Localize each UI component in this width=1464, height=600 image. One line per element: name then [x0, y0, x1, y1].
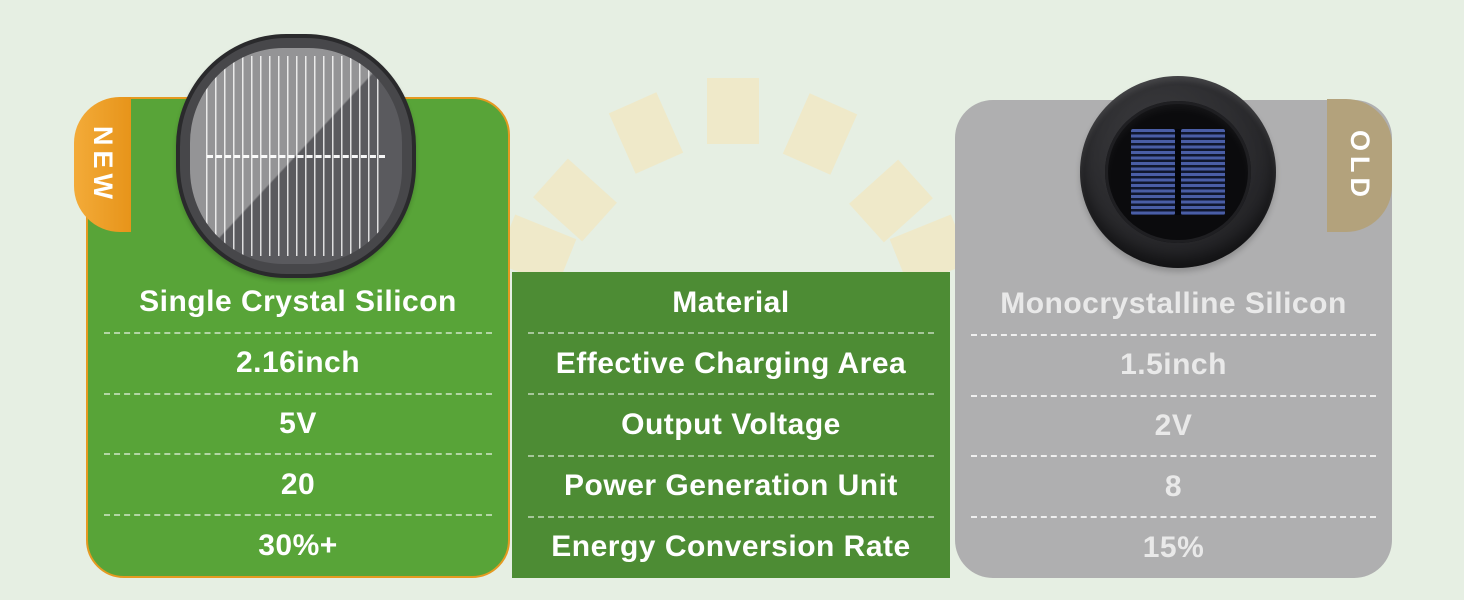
old-value-energy-conversion-rate: 15% [955, 516, 1392, 578]
sun-ray-icon [608, 92, 684, 174]
old-card-values: Monocrystalline Silicon 1.5inch 2V 8 15% [955, 274, 1392, 578]
square-solar-panel-image [176, 34, 416, 278]
new-value-energy-conversion-rate: 30%+ [88, 514, 508, 576]
round-solar-panel-image [1080, 76, 1276, 268]
solar-cell-grid [1131, 129, 1225, 215]
old-value-material: Monocrystalline Silicon [1000, 287, 1347, 321]
old-value-power-generation-unit: 8 [955, 455, 1392, 517]
spec-label-output-voltage: Output Voltage [512, 393, 950, 455]
spec-label-power-generation-unit: Power Generation Unit [512, 454, 950, 517]
spec-label-energy-conversion-rate: Energy Conversion Rate [512, 515, 950, 578]
new-card-values: Single Crystal Silicon 2.16inch 5V 20 30… [88, 272, 508, 576]
old-badge: OLD [1327, 99, 1392, 232]
old-value-charging-area: 1.5inch [955, 333, 1392, 396]
spec-label-material: Material [672, 285, 790, 319]
new-badge: NEW [74, 97, 131, 232]
new-value-power-generation-unit: 20 [88, 453, 508, 515]
solar-busbar-line [206, 154, 386, 158]
spec-column: Material Effective Charging Area Output … [512, 272, 950, 578]
spec-label-charging-area: Effective Charging Area [512, 332, 950, 394]
sun-ray-icon [782, 93, 858, 175]
new-value-material: Single Crystal Silicon [139, 285, 457, 319]
solar-cell-surface [190, 48, 402, 264]
old-badge-label: OLD [1345, 129, 1375, 202]
new-value-output-voltage: 5V [88, 392, 508, 455]
new-badge-label: NEW [88, 125, 118, 204]
solar-cell-column [1131, 129, 1175, 215]
solar-cell-column [1181, 129, 1225, 215]
sun-ray-icon [707, 78, 759, 144]
old-value-output-voltage: 2V [955, 394, 1392, 457]
new-value-charging-area: 2.16inch [88, 331, 508, 394]
